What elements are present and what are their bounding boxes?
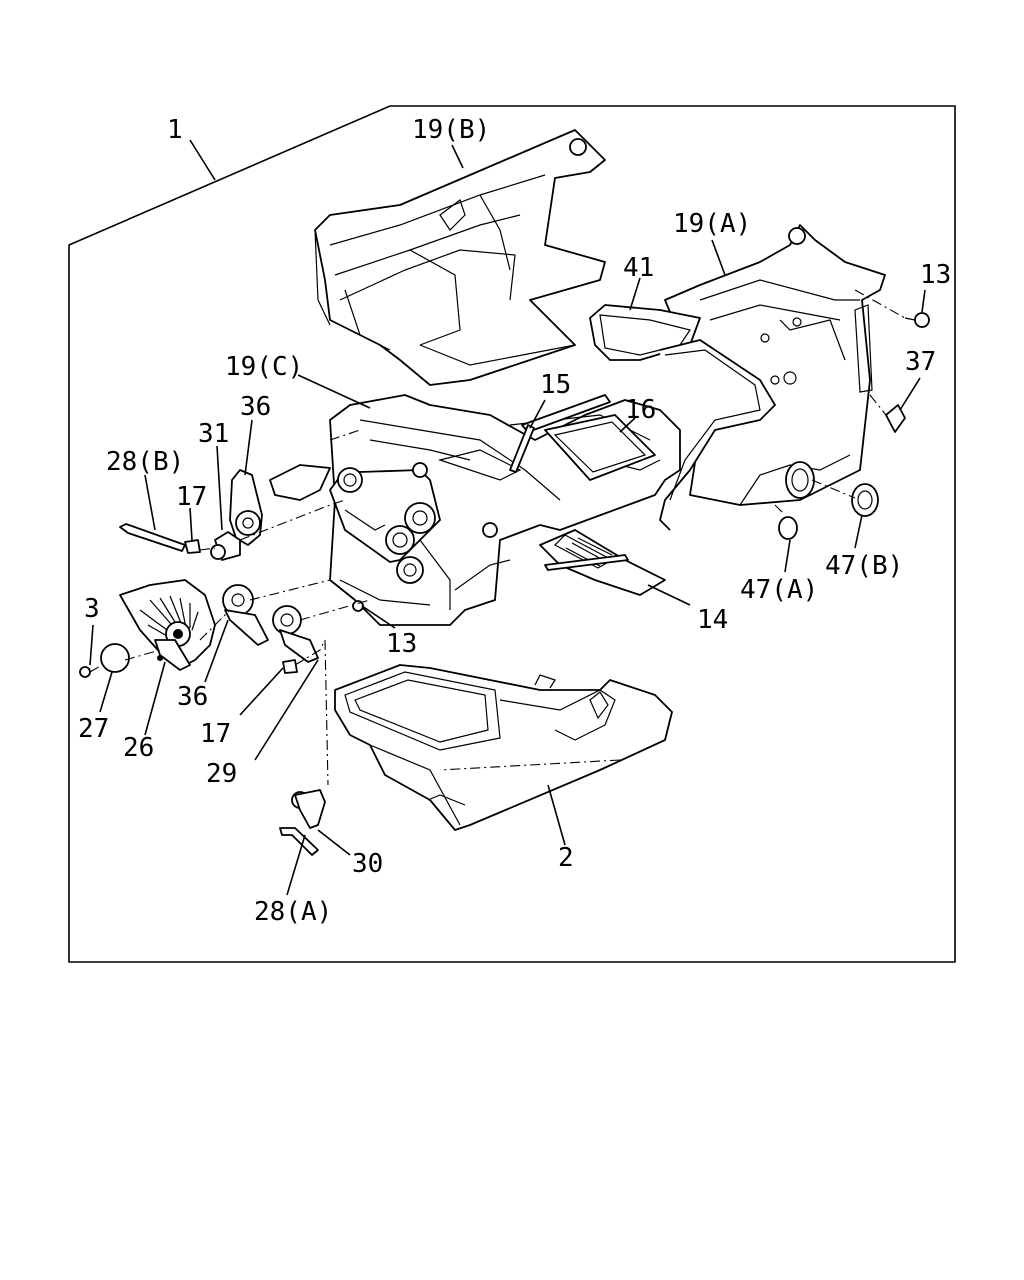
callout-17-lower: 17 [200,719,231,749]
callout-1: 1 [167,115,183,145]
lever-36-upper [229,469,263,546]
center-duct-41 [589,304,776,531]
grille-14 [539,529,666,596]
lever-29 [272,605,319,663]
motor-47b [785,461,879,517]
screw-17-lower [282,659,298,674]
callout-14: 14 [697,605,728,635]
callout-41: 41 [623,253,654,283]
callout-30: 30 [352,849,383,879]
gear-26 [119,579,216,671]
callout-19b: 19(B) [412,115,490,145]
filter-16 [544,414,656,481]
callout-29: 29 [206,759,237,789]
lever-36-lower [222,584,269,646]
assembly-frame [68,105,956,963]
callout-28a: 28(A) [254,897,332,927]
callout-47b: 47(B) [825,551,903,581]
disc-27 [100,643,130,673]
callout-17-upper: 17 [176,482,207,512]
right-housing-19a [664,224,886,506]
callout-26: 26 [123,733,154,763]
bracket-left [269,464,331,501]
callout-31: 31 [198,419,229,449]
lower-case-2 [334,664,673,831]
callout-2: 2 [558,843,574,873]
callout-19c: 19(C) [225,352,303,382]
callout-36-lower: 36 [177,682,208,712]
callout-27: 27 [78,714,109,744]
link-31 [210,531,241,561]
rod-15 [509,394,611,473]
rod-28b [119,523,186,552]
callout-16: 16 [625,395,656,425]
callout-13-upper: 13 [920,260,951,290]
leader-lines [89,139,926,896]
cam-link-mechanism [329,462,498,584]
clip-37 [885,404,906,433]
callout-47a: 47(A) [740,575,818,605]
rod-28a [279,827,319,856]
callout-3: 3 [84,594,100,624]
alignment-lines [89,289,906,786]
callout-37: 37 [905,347,936,377]
upper-housing-19b [314,129,606,386]
callout-13-lower: 13 [386,629,417,659]
screw-13-upper [904,312,930,328]
callout-15: 15 [540,370,571,400]
callout-36-upper: 36 [240,392,271,422]
link-30 [291,789,326,829]
screw-17-upper [184,539,201,554]
callout-28b: 28(B) [106,447,184,477]
screw-3 [79,666,91,678]
cap-47a [778,516,798,540]
callout-19a: 19(A) [673,209,751,239]
